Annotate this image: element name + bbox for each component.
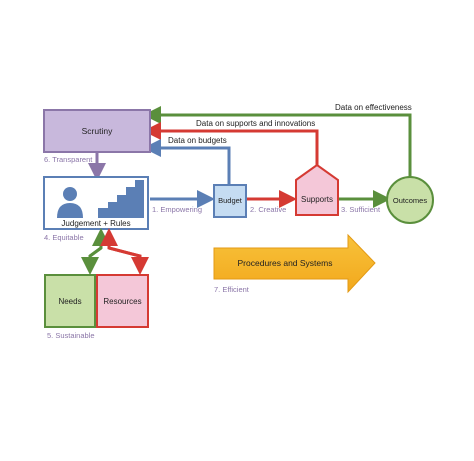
supports-label: Supports: [301, 195, 333, 204]
outcomes-circle: [386, 176, 434, 224]
principle-equitable: 4. Equitable: [44, 233, 84, 242]
data-effectiveness-label: Data on effectiveness: [335, 103, 412, 112]
principle-sufficient: 3. Sufficient: [341, 205, 381, 214]
data-supports-label: Data on supports and innovations: [196, 119, 315, 128]
principle-transparent: 6. Transparent: [44, 155, 93, 164]
scrutiny-box: [43, 109, 151, 153]
judgement-resources-arrow: [108, 246, 149, 275]
scrutiny-label: Scrutiny: [82, 126, 113, 136]
needs-label: Needs: [58, 297, 81, 306]
effectiveness-feedback-arrow: [143, 106, 412, 182]
judgement-label: Judgement + Rules: [61, 219, 130, 228]
principle-creative: 2. Creative: [250, 205, 286, 214]
resources-box: [96, 274, 149, 328]
budgets-feedback-arrow: [143, 139, 231, 185]
supports-feedback-arrow: [143, 122, 319, 165]
needs-box: [44, 274, 96, 328]
person-icon: [57, 187, 83, 218]
resources-label: Resources: [103, 297, 141, 306]
principle-empowering: 1. Empowering: [152, 205, 202, 214]
procedures-arrow: [213, 233, 376, 294]
judgement-needs-arrow: [81, 246, 102, 275]
budget-label: Budget: [218, 196, 243, 205]
outcomes-label: Outcomes: [393, 196, 427, 205]
procedures-label: Procedures and Systems: [238, 258, 333, 268]
supports-box: [295, 163, 339, 216]
stairs-chart-icon: [98, 180, 144, 218]
budget-box: [213, 184, 247, 218]
principle-sustainable: 5. Sustainable: [47, 331, 95, 340]
principle-efficient: 7. Efficient: [214, 285, 250, 294]
data-budgets-label: Data on budgets: [168, 136, 227, 145]
